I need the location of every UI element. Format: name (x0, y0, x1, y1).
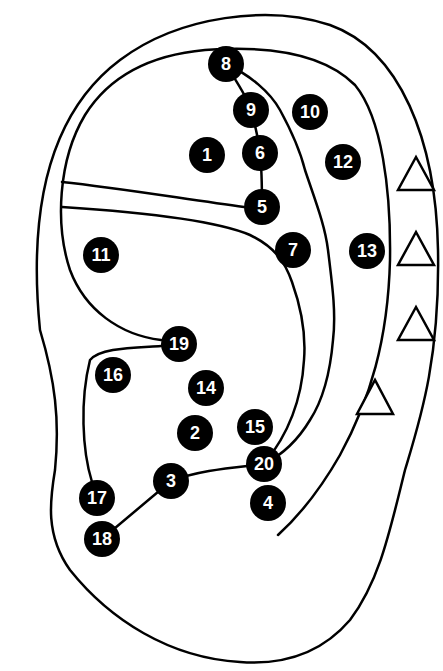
text-holder: 20 (246, 446, 282, 482)
triangle-marker (398, 157, 434, 190)
fossa-line (62, 182, 244, 207)
circle-fill (242, 135, 278, 171)
callout-number: 19 (169, 335, 189, 353)
callout-number: 18 (92, 530, 112, 548)
circle-fill (161, 326, 197, 362)
callout-circle: 1 (189, 137, 225, 173)
callout-number: 6 (255, 144, 265, 162)
text-holder: 1 (189, 137, 225, 173)
text-holder: 3 (153, 463, 189, 499)
circle-fill (189, 137, 225, 173)
callout-number: 20 (254, 455, 274, 473)
callout-circle: 12 (325, 144, 361, 180)
callout-number: 13 (357, 242, 377, 260)
outer-ear-outline (37, 15, 438, 662)
text-holder: 13 (349, 233, 385, 269)
callout-circle: 13 (349, 233, 385, 269)
text-holder: 6 (242, 135, 278, 171)
circle-fill (244, 189, 280, 225)
circle-fill (349, 233, 385, 269)
callout-number: 2 (190, 424, 200, 442)
callout-circle: 15 (237, 409, 273, 445)
circle-fill (95, 357, 131, 393)
callout-number: 15 (245, 418, 265, 436)
callout-number: 14 (196, 379, 216, 397)
text-holder: 2 (177, 415, 213, 451)
callout-number: 10 (300, 103, 320, 121)
callout-circle: 11 (83, 237, 119, 273)
callout-number: 7 (288, 241, 298, 259)
callout-circle: 2 (177, 415, 213, 451)
circle-fill (325, 144, 361, 180)
circle-fill (153, 463, 189, 499)
callout-circle: 8 (208, 46, 244, 82)
text-holder: 9 (233, 92, 269, 128)
circle-fill (79, 480, 115, 516)
callout-number: 9 (246, 101, 256, 119)
scapha-line (226, 64, 334, 464)
text-holder: 5 (244, 189, 280, 225)
text-holder: 14 (188, 370, 224, 406)
callout-number: 3 (166, 472, 176, 490)
callout-circle: 16 (95, 357, 131, 393)
callout-circle: 17 (79, 480, 115, 516)
tragus-line (83, 346, 161, 482)
circle-fill (250, 485, 286, 521)
callout-circle: 10 (292, 94, 328, 130)
triangle-marker (398, 307, 434, 340)
text-holder: 7 (275, 232, 311, 268)
text-holder: 10 (292, 94, 328, 130)
circle-fill (177, 415, 213, 451)
callout-number: 11 (91, 246, 110, 264)
text-holder: 17 (79, 480, 115, 516)
callout-circle: 14 (188, 370, 224, 406)
circle-fill (188, 370, 224, 406)
text-holder: 16 (95, 357, 131, 393)
callout-number: 5 (257, 198, 267, 216)
callout-circle: 4 (250, 485, 286, 521)
callout-number: 12 (333, 153, 353, 171)
text-holder: 12 (325, 144, 361, 180)
circle-fill (208, 46, 244, 82)
callout-circle: 3 (153, 463, 189, 499)
circle-fill (237, 409, 273, 445)
callout-circle: 6 (242, 135, 278, 171)
circle-fill (84, 521, 120, 557)
callout-circle: 5 (244, 189, 280, 225)
callout-number: 17 (87, 489, 107, 507)
helix-inner-line (61, 49, 390, 535)
text-holder: 18 (84, 521, 120, 557)
circle-fill (246, 446, 282, 482)
callout-circle: 18 (84, 521, 120, 557)
circle-fill (275, 232, 311, 268)
circle-fill (233, 92, 269, 128)
callout-number: 1 (202, 146, 212, 164)
callout-circle: 7 (275, 232, 311, 268)
triangle-marker (398, 232, 434, 265)
circle-fill (292, 94, 328, 130)
text-holder: 19 (161, 326, 197, 362)
callout-circle: 9 (233, 92, 269, 128)
callout-number: 8 (221, 55, 231, 73)
circle-fill (83, 237, 119, 273)
text-holder: 8 (208, 46, 244, 82)
callout-circle: 19 (161, 326, 197, 362)
text-holder: 15 (237, 409, 273, 445)
text-holder: 11 (83, 237, 119, 273)
callout-number: 16 (103, 366, 123, 384)
triangle-marker (357, 380, 393, 414)
text-holder: 4 (250, 485, 286, 521)
antihelix-line (62, 207, 305, 464)
callout-circle: 20 (246, 446, 282, 482)
callout-number: 4 (263, 494, 273, 512)
